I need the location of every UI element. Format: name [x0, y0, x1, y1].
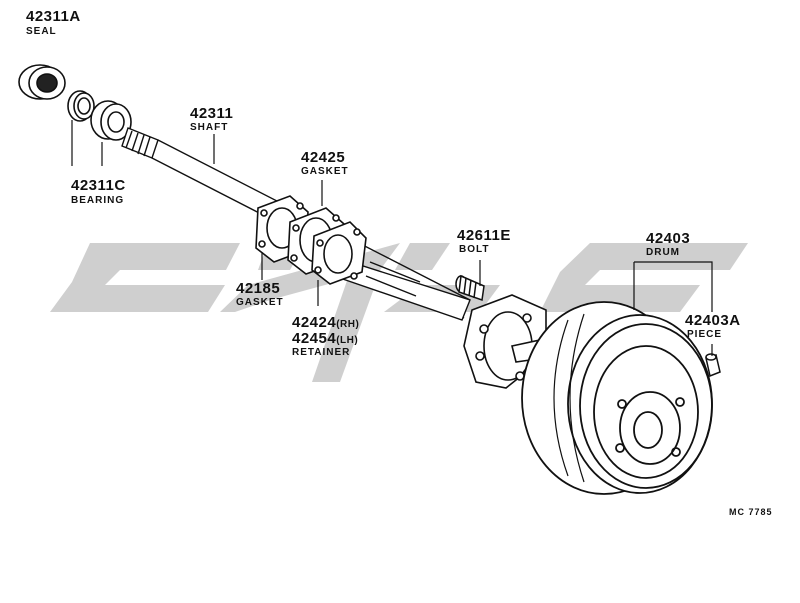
- bolt-part: [455, 274, 485, 302]
- drawing-code: MC 7785: [729, 507, 773, 517]
- shaft-part-number: 42311: [190, 105, 234, 122]
- retainer-rh-part-number: 42424(RH): [292, 314, 360, 331]
- drum-part-number: 42403: [646, 230, 691, 247]
- retainer-lh-side: (LH): [336, 335, 359, 346]
- piece-part-name: PIECE: [687, 329, 723, 340]
- bolt-part-name: BOLT: [459, 244, 490, 255]
- shaft-part-name: SHAFT: [190, 122, 229, 133]
- bearing-part: [67, 90, 132, 141]
- bearing-part-number: 42311C: [71, 177, 126, 194]
- gasket-upper-part-number: 42425: [301, 149, 346, 166]
- bearing-part-name: BEARING: [71, 195, 125, 206]
- retainer-part-name: RETAINER: [292, 347, 351, 358]
- retainer-part: [311, 221, 367, 285]
- bolt-part-number: 42611E: [457, 227, 511, 244]
- seal-part: [18, 64, 66, 100]
- drum-part-name: DRUM: [646, 247, 680, 258]
- retainer-lh-part-number: 42454(LH): [292, 330, 359, 347]
- gasket-lower-part-name: GASKET: [236, 297, 284, 308]
- leader-lines: [71, 120, 713, 356]
- seal-part-number: 42311A: [26, 8, 81, 25]
- gasket-lower-part-number: 42185: [236, 280, 281, 297]
- piece-part-number: 42403A: [685, 312, 741, 329]
- gasket-upper-part-name: GASKET: [301, 166, 349, 177]
- piece-part: [705, 353, 721, 378]
- seal-part-name: SEAL: [26, 26, 57, 37]
- retainer-rh-side: (RH): [336, 319, 360, 330]
- watermark-logo: [50, 243, 748, 382]
- drum-part: [521, 301, 713, 495]
